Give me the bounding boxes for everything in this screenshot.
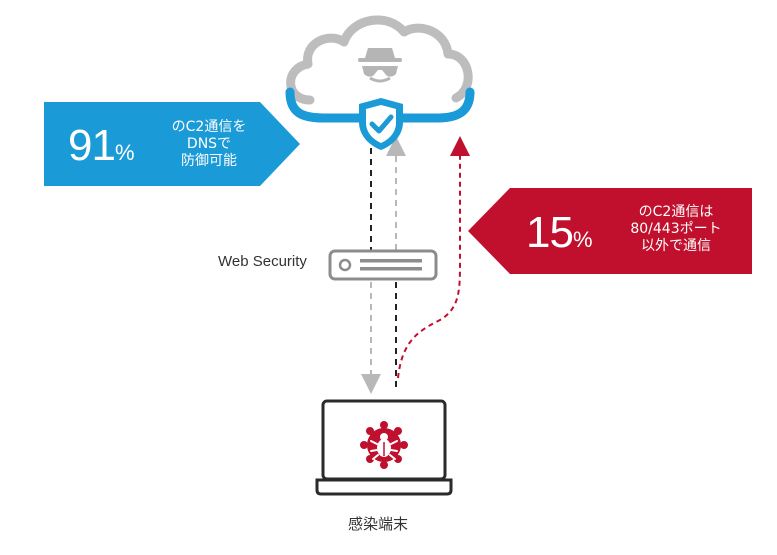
spy-icon: [358, 48, 402, 83]
callout-ports-line2: 80/443ポート: [630, 221, 722, 237]
bug-icon: [360, 421, 408, 469]
server-icon: [328, 249, 438, 281]
callout-ports-number: 15: [526, 208, 574, 257]
callout-dns-text: のC2通信を DNSで 防御可能: [154, 119, 264, 170]
callout-ports-unit: %: [572, 227, 593, 252]
callout-ports-percent: 15%: [526, 211, 593, 255]
callout-dns-number: 91: [68, 121, 116, 170]
callout-ports-line3: 以外で通信: [641, 238, 711, 254]
callout-dns-line3: 防御可能: [181, 153, 237, 169]
callout-dns-unit: %: [114, 140, 135, 165]
cloud-icon: [285, 15, 475, 123]
callout-ports: 15% のC2通信は 80/443ポート 以外で通信: [466, 188, 752, 274]
callout-ports-text: のC2通信は 80/443ポート 以外で通信: [616, 204, 736, 255]
callout-dns-arrow: [44, 102, 300, 186]
web-security-label: Web Security: [218, 253, 307, 270]
callout-dns: 91% のC2通信を DNSで 防御可能: [44, 102, 304, 186]
callout-ports-line1: のC2通信は: [638, 204, 714, 220]
callout-dns-percent: 91%: [68, 124, 135, 168]
shield-check-icon: [359, 98, 403, 150]
red-bypass-path: [397, 136, 470, 379]
callout-dns-line1: のC2通信を: [171, 119, 247, 135]
infected-terminal-label: 感染端末: [348, 515, 409, 533]
callout-dns-line2: DNSで: [186, 136, 232, 152]
callout-ports-arrow: [468, 188, 752, 274]
